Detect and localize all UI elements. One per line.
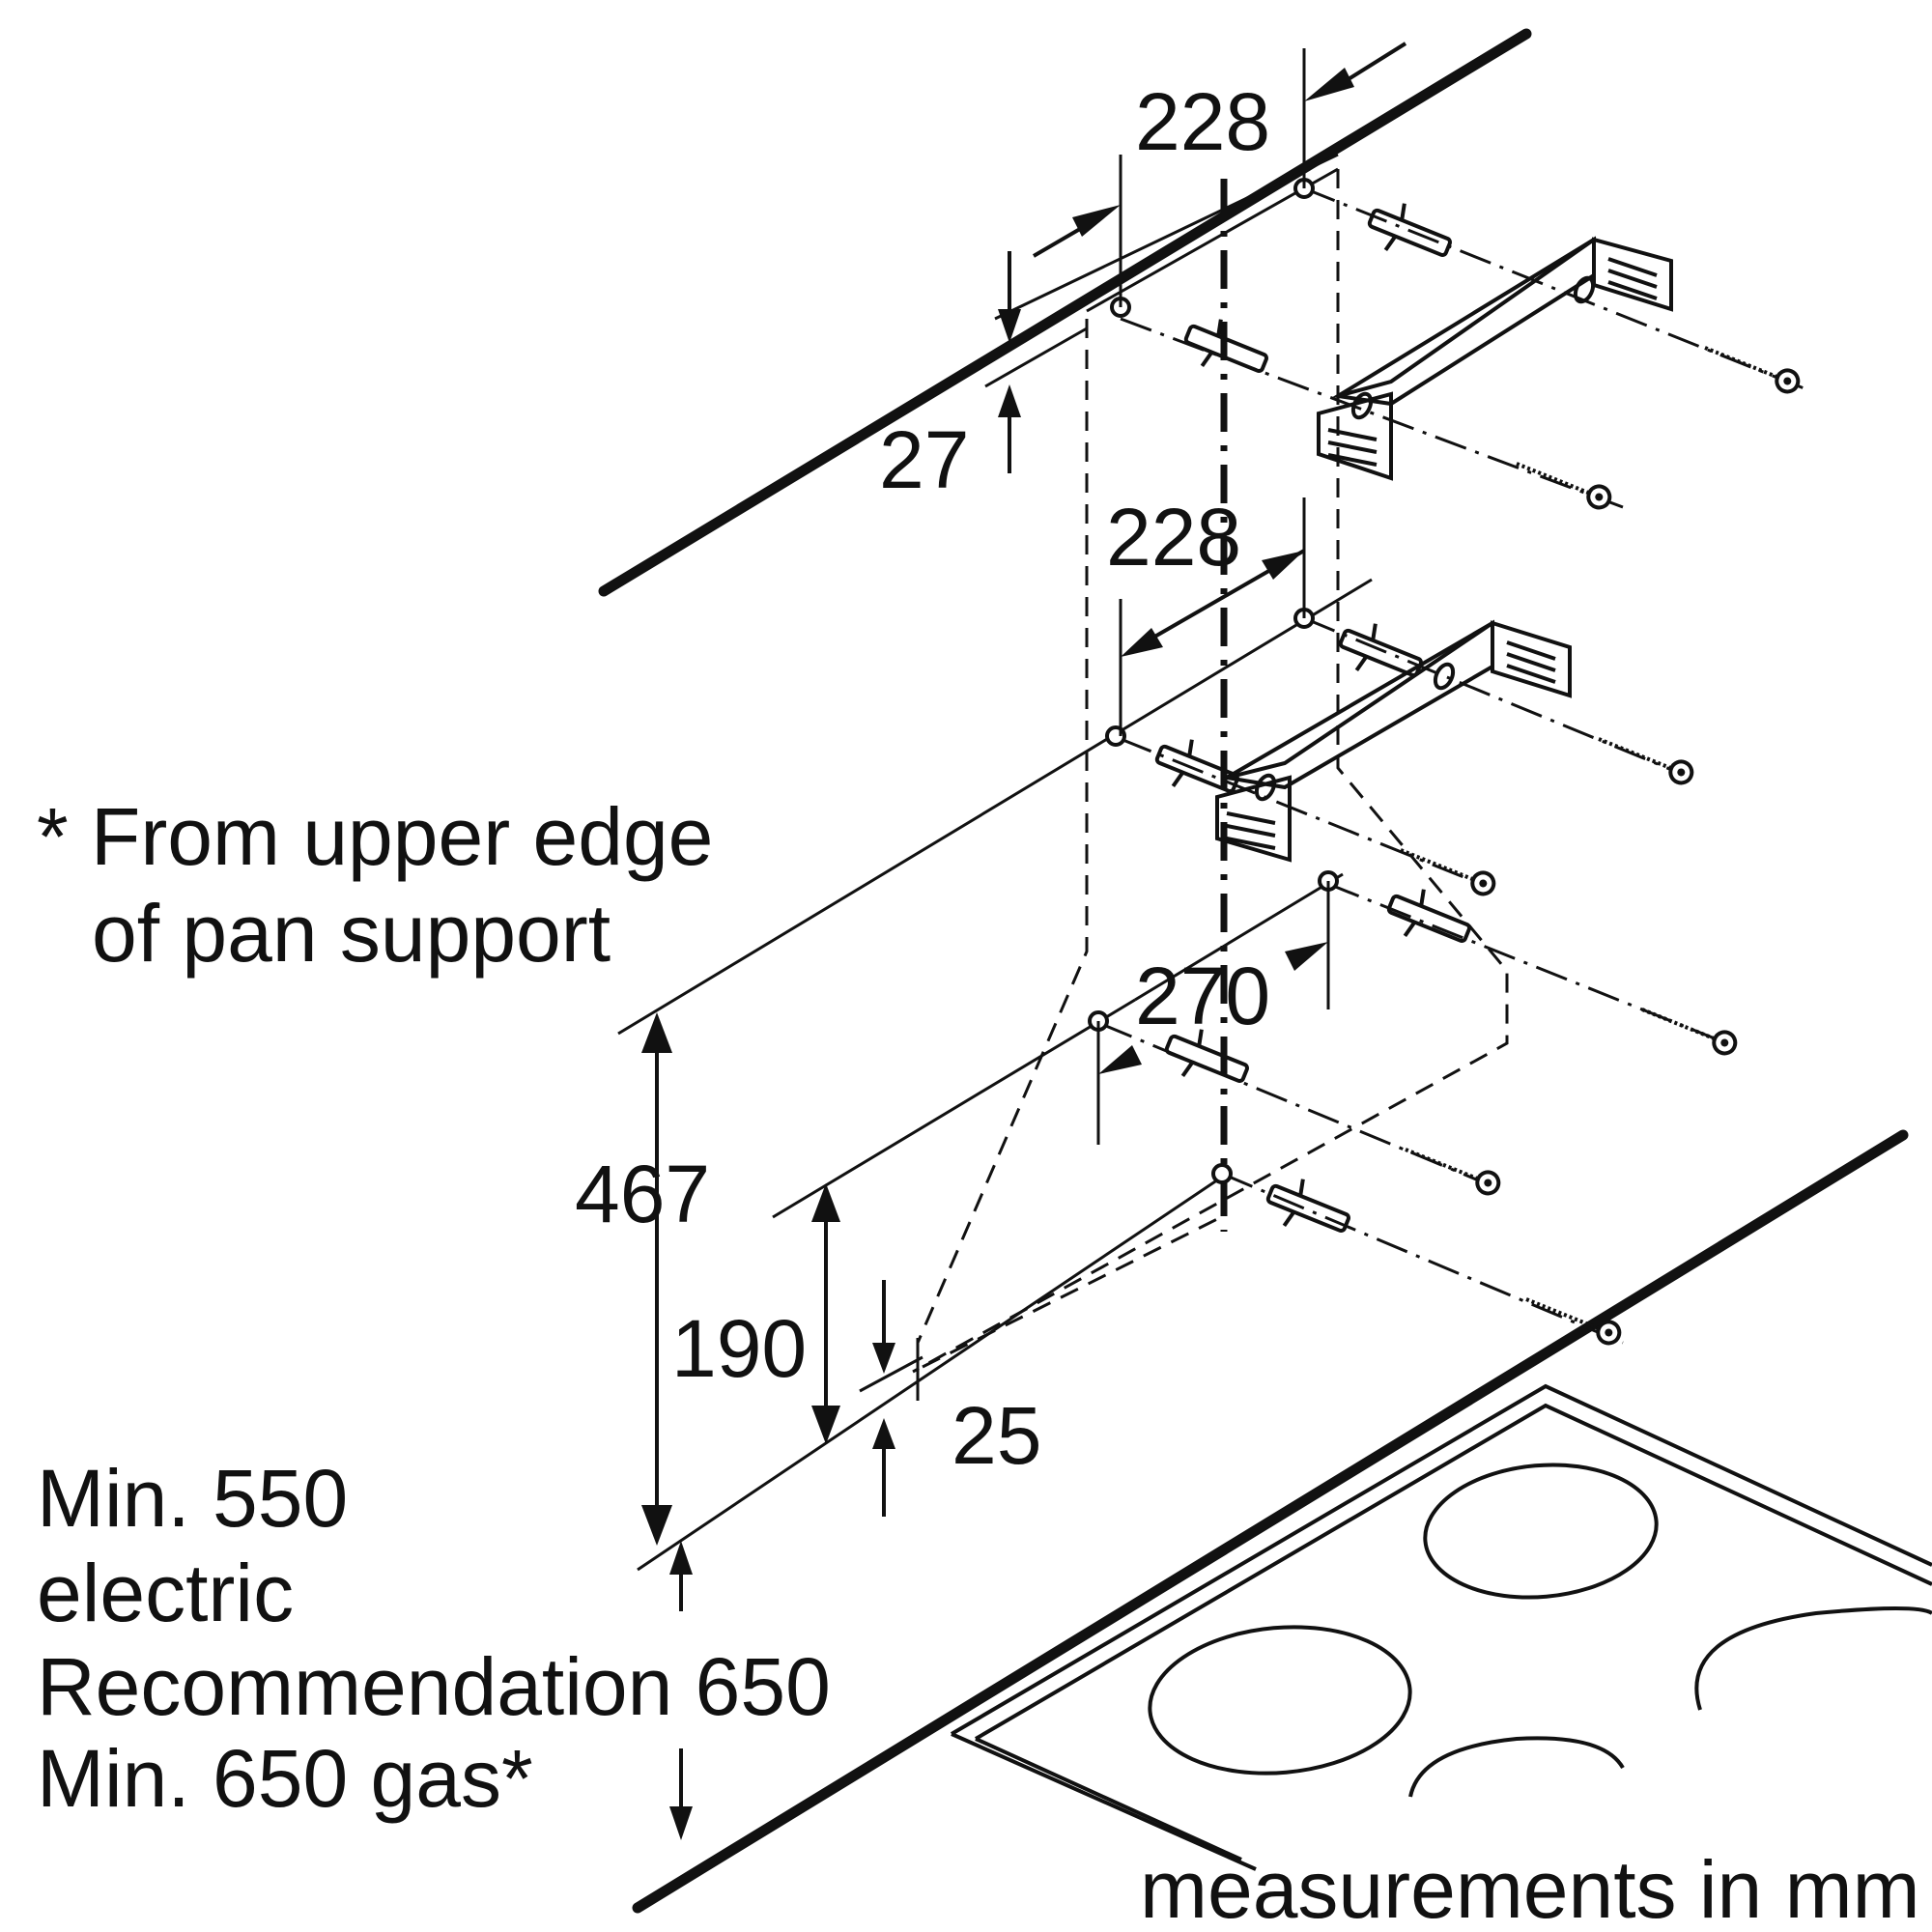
clearance-note-line1: Min. 550: [37, 1453, 348, 1544]
dimension-lines: [641, 42, 1407, 1840]
pan-support-note-line1: * From upper edge: [37, 791, 713, 882]
clearance-note-line2: electric: [37, 1548, 294, 1638]
units-note: measurements in mm: [1140, 1844, 1920, 1932]
middle-hole-spacing-label: 228: [1106, 492, 1241, 582]
wall-plug-icon: [1154, 203, 1471, 1233]
mounting-bracket-icon: [1215, 236, 1673, 863]
chimney-outline: [912, 169, 1509, 1374]
cooktop-icon: [632, 1129, 1932, 1914]
top-hole-spacing-label: 228: [1135, 76, 1270, 167]
lower-bracket-height-label: 190: [671, 1303, 807, 1394]
mounting-lines: [617, 578, 1373, 1572]
top-offset-label: 27: [879, 414, 969, 505]
lower-hole-spacing-label: 270: [1135, 951, 1270, 1041]
screw-icon: [1400, 346, 1801, 1346]
ceiling-line: [598, 28, 1532, 597]
clearance-note-line4: Min. 650 gas*: [37, 1733, 533, 1824]
bracket-height-label: 467: [575, 1149, 710, 1239]
bottom-offset-label: 25: [952, 1390, 1041, 1481]
clearance-note-line3: Recommendation 650: [37, 1641, 831, 1732]
pan-support-note-line2: of pan support: [92, 888, 611, 979]
